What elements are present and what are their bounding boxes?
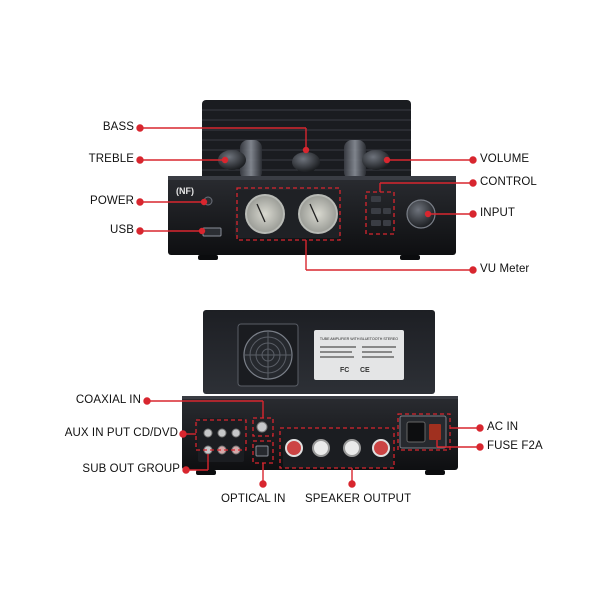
vacuum-tube [240,140,262,180]
vu-meter-right [298,194,338,234]
rear-callout-lines [143,397,484,488]
vu-meter-left [245,194,285,234]
ce-mark: CE [360,367,370,374]
ac-in-highlight [397,413,451,451]
label-usb: USB [110,224,134,236]
label-input: INPUT [480,207,515,219]
coaxial-jack[interactable] [256,421,268,433]
label-optical-in: OPTICAL IN [221,493,286,505]
speaker-terminals[interactable] [285,439,390,457]
label-aux-in: AUX IN PUT CD/DVD [64,427,178,439]
volume-knob[interactable] [362,150,390,170]
usb-port[interactable] [202,227,222,237]
bass-knob[interactable] [218,150,246,170]
control-buttons[interactable] [371,196,391,226]
rear-amplifier: TUBE AMPLIFIER WITH BLUETOOTH STEREO FC … [182,310,458,475]
label-volume: VOLUME [480,153,530,165]
vu-meter-highlight [236,187,341,241]
aux-in-highlight [195,419,247,451]
label-coaxial-in: COAXIAL IN [75,394,141,406]
label-vu-meter: VU Meter [480,263,530,275]
fcc-mark: FC [340,367,349,374]
front-amplifier: (NF) [168,100,456,260]
vacuum-tube [344,140,366,180]
optical-port[interactable] [255,445,269,457]
label-sub-out: SUB OUT GROUP [82,463,180,475]
front-callout-lines [136,124,477,274]
spec-label-panel [314,330,404,380]
speaker-terminal-panel [283,428,393,468]
fuse-holder[interactable] [429,424,441,440]
label-treble: TREBLE [88,153,134,165]
label-power: POWER [90,195,134,207]
aux-in-jacks[interactable] [203,428,241,438]
fan-panel-title: TUBE AMPLIFIER WITH BLUETOOTH STEREO [320,337,398,341]
label-ac-in: AC IN [487,421,519,433]
rca-jack-panel [198,418,244,462]
label-fuse: FUSE F2A [487,440,543,452]
label-speaker-output: SPEAKER OUTPUT [305,493,412,505]
label-bass: BASS [102,121,134,133]
brand-logo: (NF) [176,186,194,196]
speaker-output-highlight [279,427,395,469]
label-control: CONTROL [480,176,537,188]
treble-knob[interactable] [292,152,320,172]
